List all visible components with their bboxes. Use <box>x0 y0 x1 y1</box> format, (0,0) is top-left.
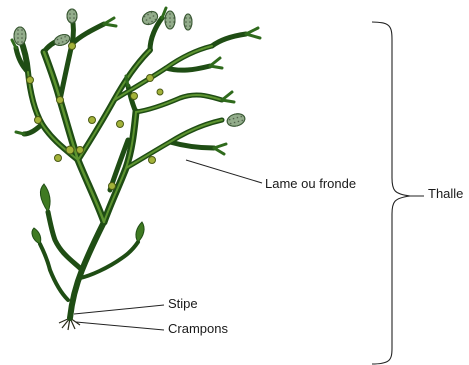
stipe-leader-line <box>74 305 164 314</box>
frond-highlights <box>28 46 222 222</box>
label-lame-ou-fronde: Lame ou fronde <box>265 177 356 190</box>
label-stipe: Stipe <box>168 297 198 310</box>
crampons-leader-line <box>76 322 164 330</box>
label-crampons: Crampons <box>168 322 228 335</box>
thalle-brace <box>372 22 410 364</box>
label-thalle: Thalle <box>428 187 463 200</box>
lame-leader-line <box>186 160 262 183</box>
